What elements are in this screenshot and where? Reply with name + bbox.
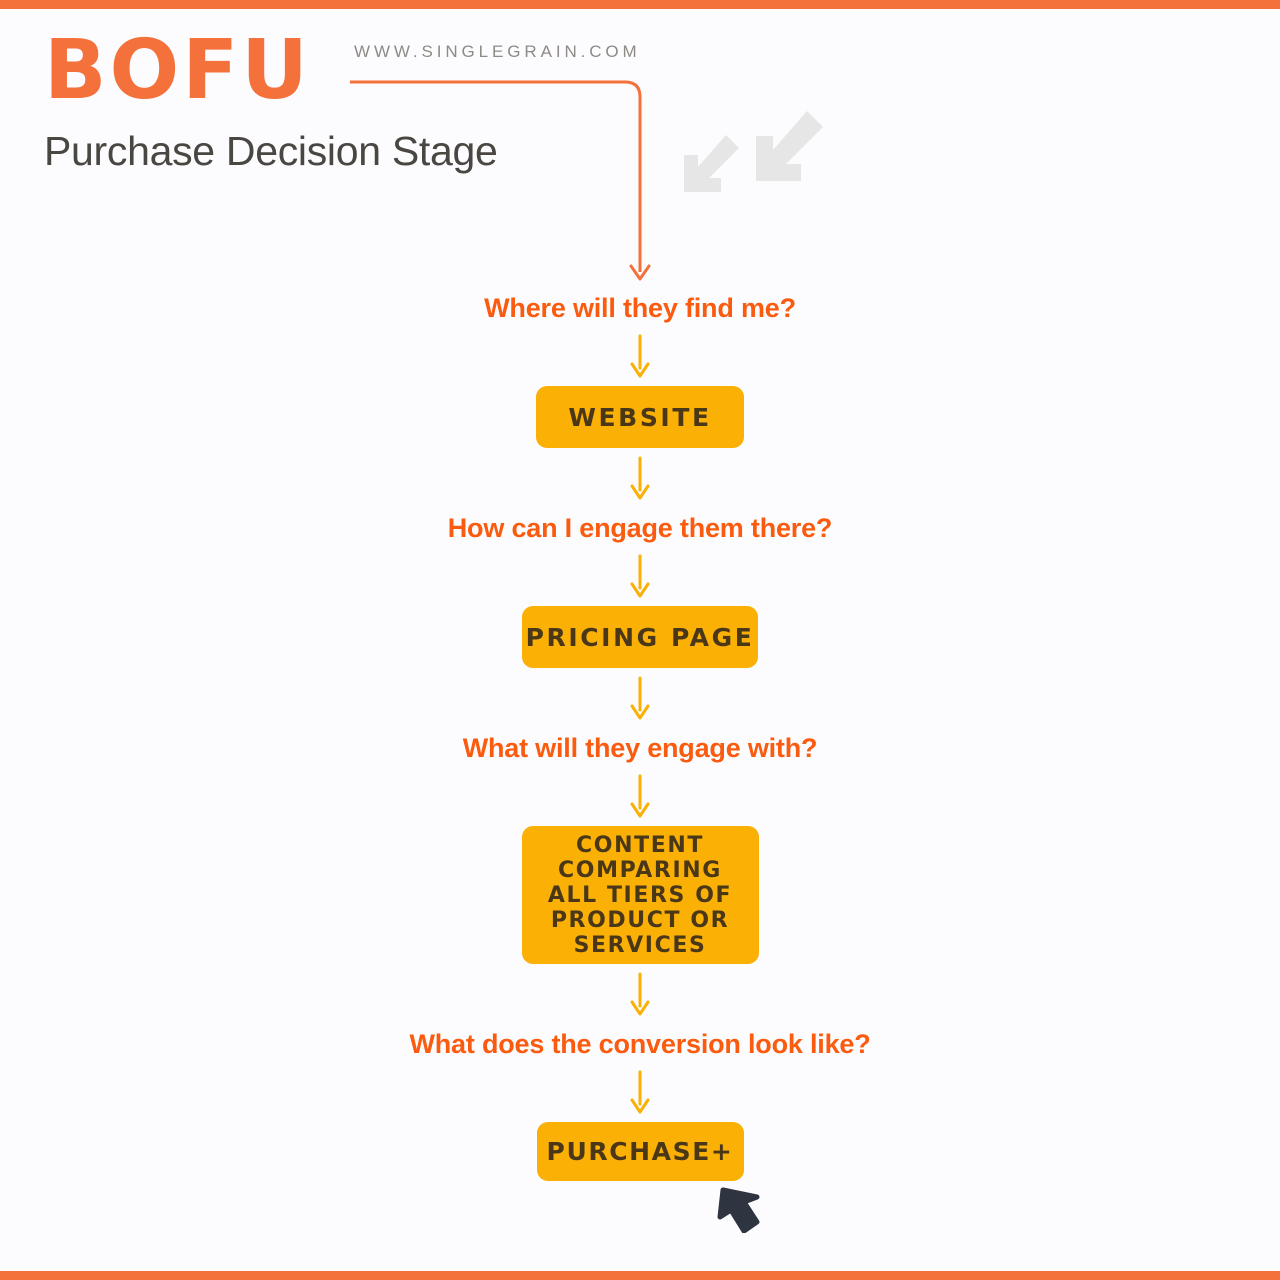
question-how-engage-them: How can I engage them there?	[447, 513, 833, 543]
bofu-logo: BOFU	[44, 23, 311, 118]
header: BOFU WWW.SINGLEGRAIN.COM Purchase Decisi…	[44, 24, 684, 175]
connector-arrow-icon	[630, 676, 650, 720]
decorative-arrows	[684, 111, 823, 192]
mouse-cursor-icon	[717, 1187, 759, 1233]
arrow-down-left-icon-small	[684, 135, 739, 192]
connector-arrow-icon	[630, 1070, 650, 1114]
node-pricing-page[interactable]: PRICING PAGE	[522, 606, 758, 668]
top-accent-strip	[0, 0, 1280, 9]
connector-arrow-icon	[630, 456, 650, 500]
question-conversion-look-like: What does the conversion look like?	[409, 1029, 871, 1059]
flow-step-2: How can I engage them there? PRICING PAG…	[0, 510, 1280, 730]
question-what-engage-with: What will they engage with?	[462, 733, 818, 763]
page-subtitle: Purchase Decision Stage	[44, 128, 498, 174]
node-purchase-label: PURCHASE+	[546, 1137, 734, 1166]
question-where-find-me: Where will they find me?	[484, 293, 796, 323]
node-content-line-2: COMPARING	[558, 857, 722, 883]
flow-step-4: What does the conversion look like? PURC…	[0, 1026, 1280, 1233]
connector-arrow-icon	[630, 554, 650, 598]
connector-arrow-icon	[630, 972, 650, 1016]
node-purchase[interactable]: PURCHASE+	[536, 1122, 759, 1233]
node-content-line-1: CONTENT	[576, 832, 704, 858]
node-content-comparison[interactable]: CONTENT COMPARING ALL TIERS OF PRODUCT O…	[521, 826, 759, 964]
connector-arrow-icon	[630, 774, 650, 818]
node-content-line-3: ALL TIERS OF	[547, 882, 733, 908]
connector-arrow-icon	[630, 334, 650, 378]
bottom-accent-strip	[0, 1271, 1280, 1280]
node-content-line-4: PRODUCT OR	[550, 907, 730, 933]
node-website[interactable]: WEBSITE	[536, 386, 744, 448]
logo-row: BOFU WWW.SINGLEGRAIN.COM	[44, 24, 684, 120]
arrow-down-left-icon-large	[756, 111, 823, 181]
flow-diagram: Where will they find me? WEBSITE How can…	[0, 290, 1280, 1233]
flow-step-3: What will they engage with? CONTENT COMP…	[0, 730, 1280, 1026]
site-url-label: WWW.SINGLEGRAIN.COM	[354, 42, 641, 61]
node-content-line-5: SERVICES	[573, 932, 707, 958]
flow-step-1: Where will they find me? WEBSITE	[0, 290, 1280, 510]
